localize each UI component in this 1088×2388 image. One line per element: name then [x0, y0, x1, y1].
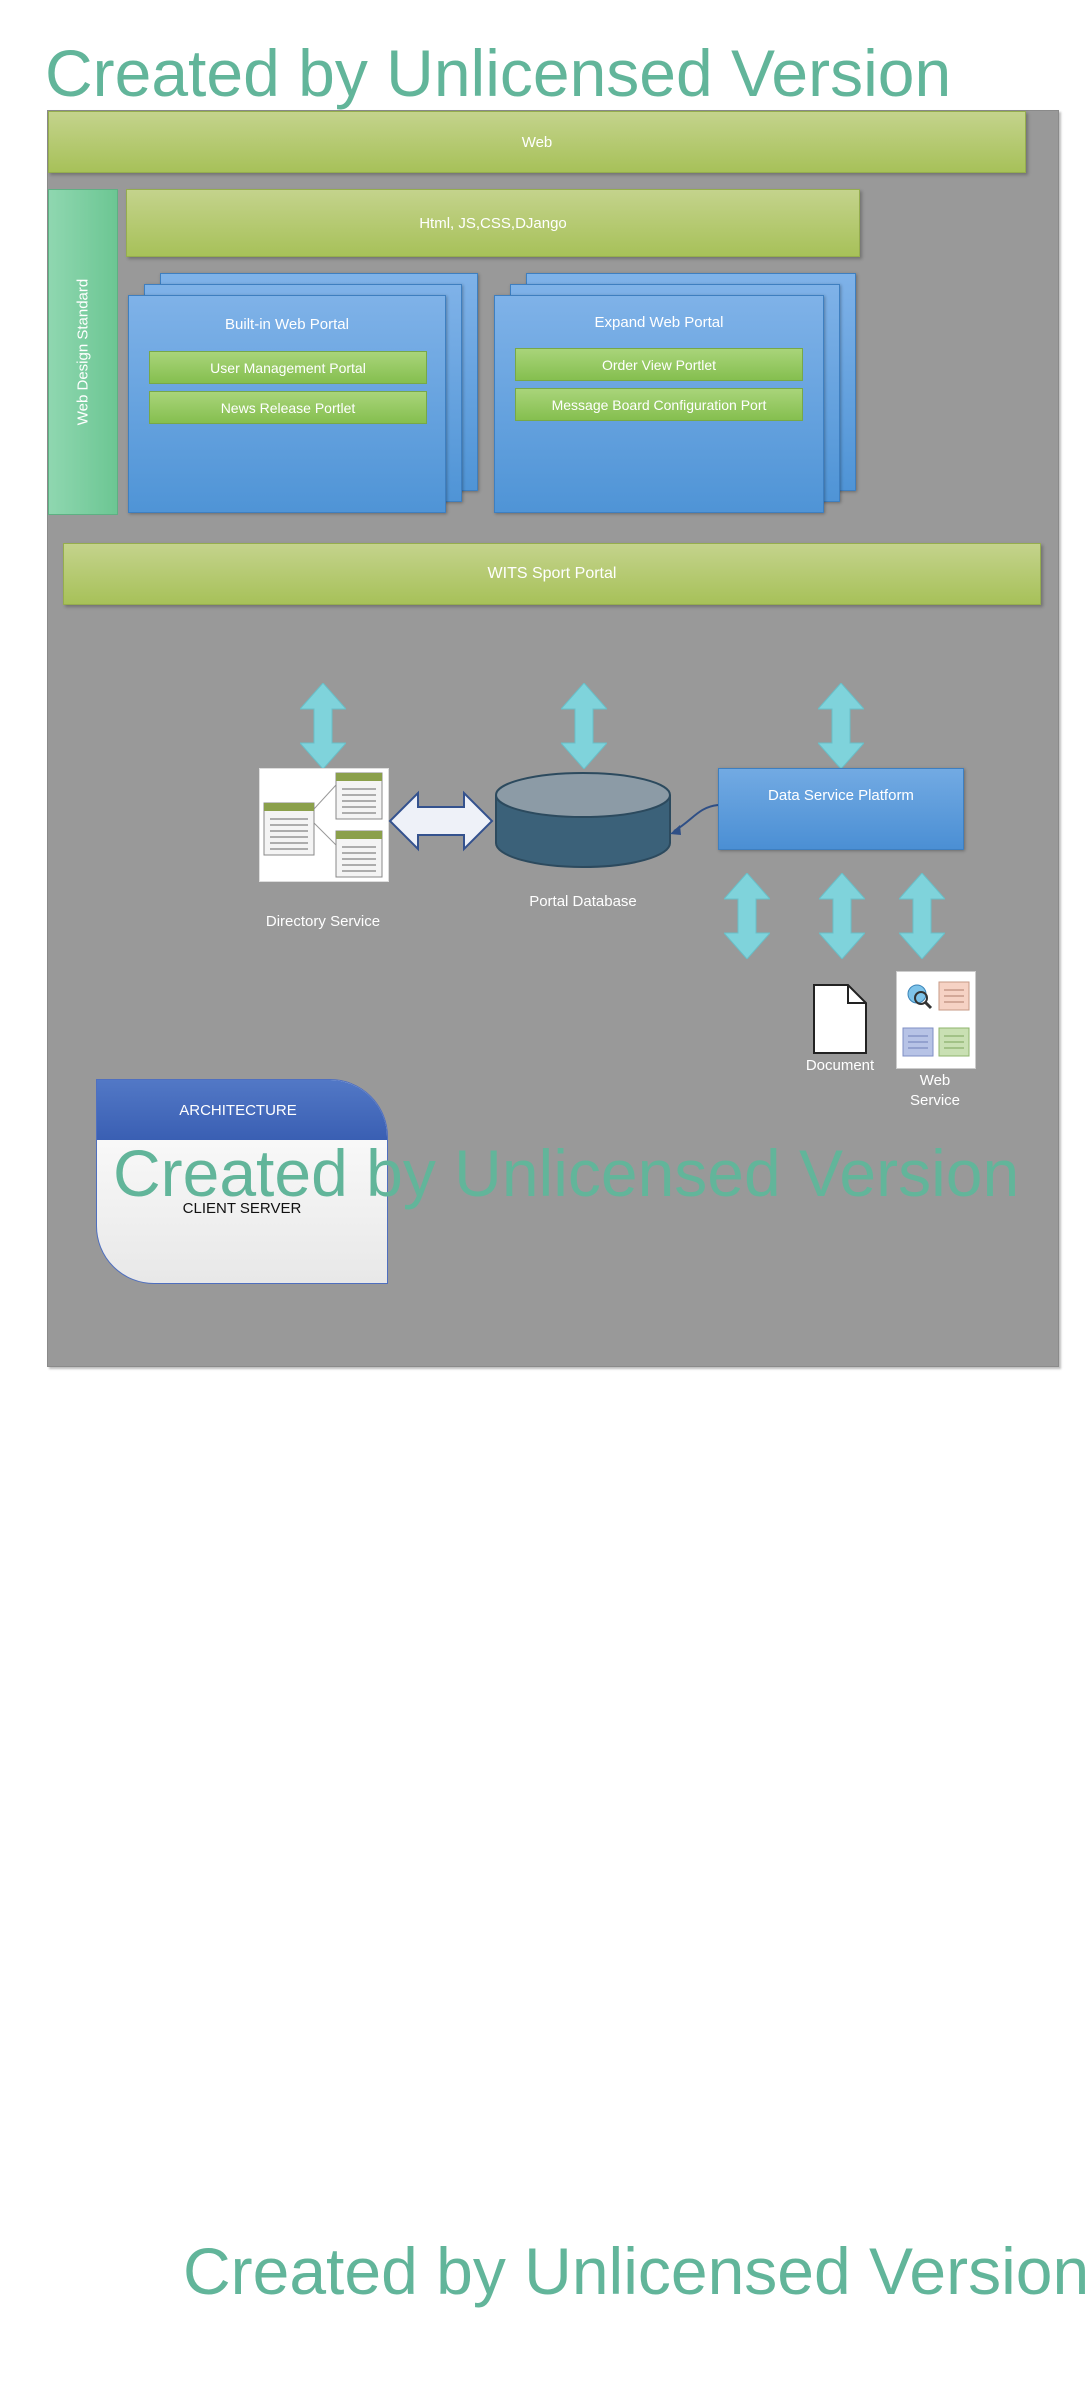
builtin-portal-title: Built-in Web Portal — [225, 316, 349, 333]
news-release-portlet[interactable]: News Release Portlet — [149, 391, 427, 424]
message-board-configuration-port[interactable]: Message Board Configuration Port — [515, 388, 803, 421]
double-arrow-up-database-icon — [561, 683, 607, 769]
user-management-portal[interactable]: User Management Portal — [149, 351, 427, 384]
directory-service-label: Directory Service — [265, 913, 381, 930]
double-arrow-down-3-icon — [899, 873, 945, 959]
directory-tables-icon — [263, 772, 383, 878]
portal-database-label: Portal Database — [529, 893, 637, 910]
architecture-body: CLIENT SERVER — [182, 1200, 302, 1217]
double-arrow-horizontal-icon — [388, 790, 494, 852]
data-service-platform-node[interactable]: Data Service Platform — [718, 768, 964, 850]
document-label: Document — [805, 1057, 875, 1074]
architecture-header: ARCHITECTURE — [97, 1080, 387, 1140]
builtin-portal-stack[interactable]: Built-in Web Portal User Management Port… — [128, 273, 478, 513]
double-arrow-up-directory-icon — [300, 683, 346, 769]
directory-service-node[interactable] — [259, 768, 389, 882]
expand-portal-sheet-front: Expand Web Portal Order View Portlet Mes… — [494, 295, 824, 513]
data-service-platform-label: Data Service Platform — [768, 787, 914, 804]
watermark-top: Created by Unlicensed Version — [45, 36, 952, 110]
double-arrow-down-1-icon — [724, 873, 770, 959]
web-service-label: Web Service — [909, 1072, 961, 1109]
wits-sport-portal-bar[interactable]: WITS Sport Portal — [63, 543, 1041, 605]
architecture-card[interactable]: ARCHITECTURE CLIENT SERVER — [96, 1079, 388, 1284]
double-arrow-up-dataservice-icon — [818, 683, 864, 769]
web-design-standard-bar[interactable]: Web Design Standard — [48, 189, 118, 515]
builtin-portal-sheet-front: Built-in Web Portal User Management Port… — [128, 295, 446, 513]
double-arrow-down-2-icon — [819, 873, 865, 959]
portal-database-icon[interactable] — [494, 771, 672, 871]
web-bar[interactable]: Web — [48, 111, 1026, 173]
connector-dataservice-database — [670, 804, 719, 835]
order-view-portlet[interactable]: Order View Portlet — [515, 348, 803, 381]
web-design-standard-label: Web Design Standard — [74, 278, 92, 426]
tech-stack-bar[interactable]: Html, JS,CSS,DJango — [126, 189, 860, 257]
document-icon[interactable] — [812, 983, 868, 1055]
web-service-node[interactable] — [896, 971, 976, 1069]
diagram-canvas: Web Web Design Standard Html, JS,CSS,DJa… — [47, 110, 1059, 1367]
watermark-middle: Created by Unlicensed Version — [113, 1136, 1020, 1210]
expand-portal-title: Expand Web Portal — [594, 314, 724, 331]
watermark-bottom: Created by Unlicensed Version — [183, 2234, 1088, 2308]
web-service-icon — [902, 981, 970, 1057]
expand-portal-stack[interactable]: Expand Web Portal Order View Portlet Mes… — [494, 273, 858, 513]
